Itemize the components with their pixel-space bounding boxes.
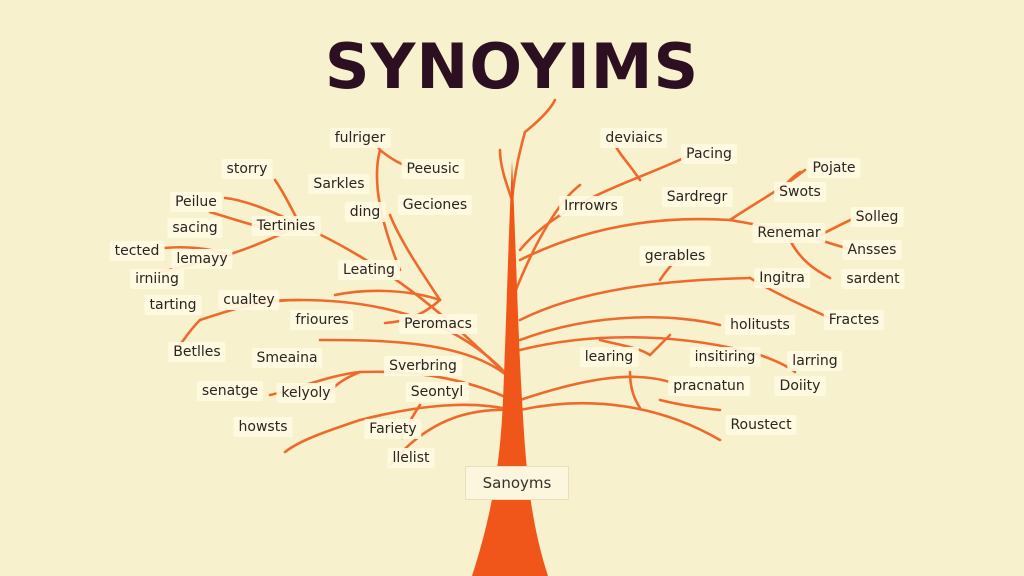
word-label: Seontyl — [405, 382, 469, 402]
word-label: ding — [344, 202, 386, 222]
word-label: Peilue — [170, 192, 222, 212]
word-label: Geciones — [397, 195, 473, 215]
word-label: Ansses — [842, 240, 902, 260]
word-label: Tertinies — [251, 216, 321, 236]
root-label: Sanoyms — [465, 466, 569, 500]
word-label: learing — [579, 347, 639, 367]
word-label: Fractes — [823, 310, 885, 330]
word-label: Solleg — [850, 207, 904, 227]
page-title: SYNOYIMS — [324, 30, 700, 103]
word-label: Renemar — [752, 223, 826, 243]
word-label: larring — [787, 351, 843, 371]
tree-trunk — [472, 160, 548, 576]
word-label: tected — [109, 241, 165, 261]
word-label: Sardregr — [661, 187, 733, 207]
word-label: sacing — [167, 218, 223, 238]
word-label: Betlles — [168, 342, 226, 362]
word-label: sardent — [841, 269, 905, 289]
word-label: irniing — [130, 269, 184, 289]
word-label: kelyoly — [276, 383, 336, 403]
word-label: Swots — [774, 182, 826, 202]
word-label: Peeusic — [401, 159, 465, 179]
word-label: fulriger — [329, 128, 391, 148]
word-label: insitiring — [689, 347, 761, 367]
word-label: lemayy — [171, 249, 233, 269]
word-label: frioures — [290, 310, 354, 330]
word-label: llelist — [387, 448, 435, 468]
word-label: gerables — [639, 246, 711, 266]
word-label: Pojate — [807, 158, 861, 178]
word-label: pracnatun — [668, 376, 750, 396]
word-label: Ingitra — [754, 268, 810, 288]
word-label: Sverbring — [384, 356, 462, 376]
word-label: cualtey — [218, 290, 280, 310]
word-label: Doiity — [774, 376, 826, 396]
word-label: deviaics — [600, 128, 668, 148]
word-label: Roustect — [725, 415, 797, 435]
word-label: Irrrowrs — [559, 196, 623, 216]
word-label: storry — [221, 159, 273, 179]
word-label: Sarkles — [308, 174, 370, 194]
word-label: senatge — [196, 381, 264, 401]
word-label: tarting — [144, 295, 202, 315]
word-label: Fariety — [364, 419, 422, 439]
word-label: holitusts — [725, 315, 795, 335]
word-label: Smeaina — [251, 348, 323, 368]
word-label: Pacing — [681, 144, 737, 164]
word-label: howsts — [233, 417, 293, 437]
word-label: Peromacs — [399, 314, 477, 334]
word-label: Leating — [338, 260, 400, 280]
